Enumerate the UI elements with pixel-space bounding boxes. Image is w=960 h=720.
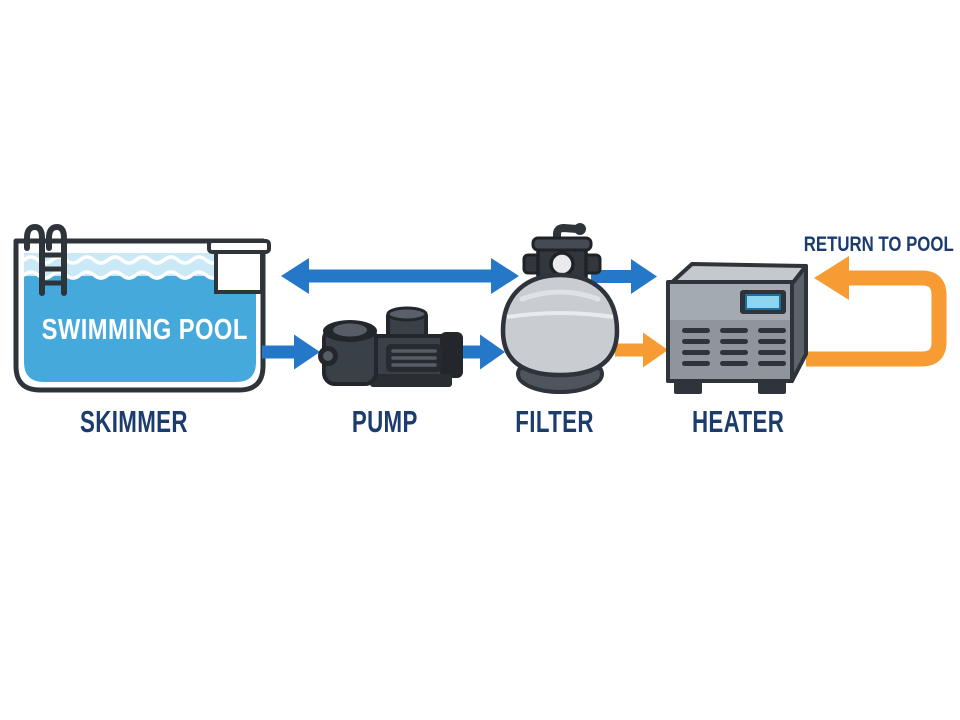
return-pipe-to-pool	[806, 256, 947, 367]
pump-icon	[318, 306, 463, 387]
heater-display	[740, 290, 786, 314]
skimmer-basket-icon	[207, 239, 271, 294]
pool-ladder-icon	[24, 223, 67, 296]
heater-icon	[666, 262, 808, 394]
return-arrowhead	[814, 256, 849, 300]
arrow-filter-to-pool-double	[281, 258, 519, 294]
arrow-pool-to-pump	[262, 334, 320, 370]
pool-title: SWIMMING POOL	[41, 314, 248, 346]
label-pump: PUMP	[352, 404, 418, 439]
heater-vents	[682, 328, 786, 366]
arrow-filter-to-heater-bottom	[615, 332, 668, 368]
label-return-to-pool: RETURN TO POOL	[804, 233, 954, 256]
swimming-pool	[13, 223, 271, 393]
label-skimmer: SKIMMER	[80, 404, 188, 439]
label-filter: FILTER	[515, 404, 595, 439]
label-heater: HEATER	[691, 404, 785, 439]
pool-water	[24, 276, 256, 382]
arrow-filter-to-heater-top	[591, 259, 657, 294]
filter-icon	[500, 223, 620, 394]
